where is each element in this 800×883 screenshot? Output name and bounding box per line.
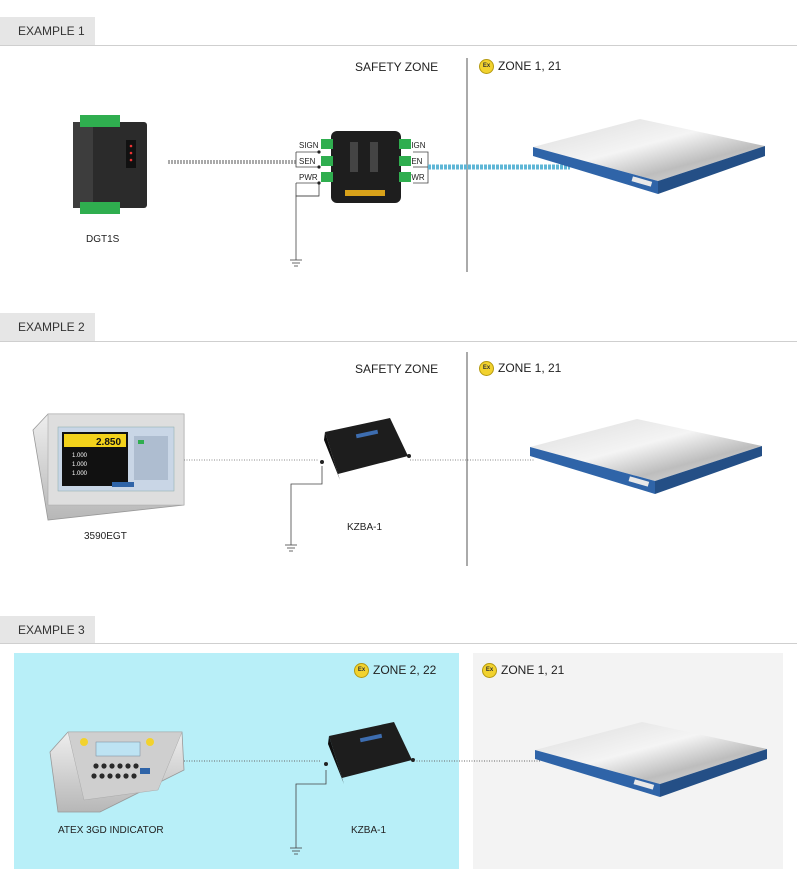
screen-row-2: 1.000 (72, 462, 88, 468)
example-3-indicator-label: ATEX 3GD INDICATOR (58, 825, 164, 836)
example-1-rule (0, 45, 797, 46)
ground-symbol-icon (290, 195, 319, 267)
right-wire-connectors (413, 151, 429, 184)
ground-symbol-icon (285, 466, 323, 552)
ex-badge-icon: Ex (482, 663, 497, 679)
wire-label-left-pwr: PWR (299, 173, 318, 182)
wire-label-left-sign: SIGN (299, 141, 319, 150)
ex-badge-icon: Ex (479, 59, 494, 75)
example-3-right-zone-label: Ex ZONE 1, 21 (482, 663, 565, 679)
screen-weight: 2.850 (96, 437, 121, 448)
example-2-indicator-label: 3590EGT (84, 531, 127, 542)
example-3-left-zone-text: ZONE 2, 22 (373, 663, 437, 677)
example-2-right-zone-text: ZONE 1, 21 (498, 361, 562, 375)
wire-label-right-sign: SIGN (406, 141, 426, 150)
example-3-tab[interactable]: EXAMPLE 3 (0, 616, 95, 644)
example-1-right-zone-label: Ex ZONE 1, 21 (479, 59, 562, 75)
wire-label-right-sen: SEN (406, 157, 423, 166)
barrier-module-icon (321, 131, 411, 203)
example-1-indicator-label: DGT1S (86, 234, 120, 245)
example-1-left-zone-label: SAFETY ZONE (355, 60, 439, 74)
example-2-right-zone-label: Ex ZONE 1, 21 (479, 361, 562, 377)
example-3-right-zone-text: ZONE 1, 21 (501, 663, 565, 677)
wire-label-right-pwr: PWR (406, 173, 425, 182)
example-3-rule (0, 643, 797, 644)
platform-scale-icon (535, 722, 767, 797)
example-2-tab[interactable]: EXAMPLE 2 (0, 313, 95, 341)
ex-badge-icon: Ex (479, 361, 494, 377)
3590egt-indicator-icon: 2.850 1.000 1.000 1.000 (32, 413, 185, 521)
screen-row-1: 1.000 (72, 453, 88, 459)
platform-scale-icon (533, 119, 765, 194)
left-wire-connectors (295, 151, 320, 197)
example-3-left-zone-label: Ex ZONE 2, 22 (354, 663, 437, 679)
example-2-rule (0, 341, 797, 342)
ground-symbol-icon (290, 770, 327, 855)
atex-indicator-icon (49, 731, 185, 813)
dgt1s-indicator-icon (73, 115, 147, 214)
example-2-barrier-label: KZBA-1 (347, 522, 383, 533)
example-1-tab[interactable]: EXAMPLE 1 (0, 17, 95, 45)
example-1-right-zone-text: ZONE 1, 21 (498, 59, 562, 73)
platform-scale-icon (530, 419, 762, 494)
example-2-left-zone-label: SAFETY ZONE (355, 362, 439, 376)
screen-row-3: 1.000 (72, 471, 88, 477)
kzba-1-barrier-icon (320, 418, 411, 480)
kzba-1-barrier-icon (324, 722, 415, 784)
wire-label-left-sen: SEN (299, 157, 316, 166)
example-3-barrier-label: KZBA-1 (351, 825, 387, 836)
ex-badge-icon: Ex (354, 663, 369, 679)
